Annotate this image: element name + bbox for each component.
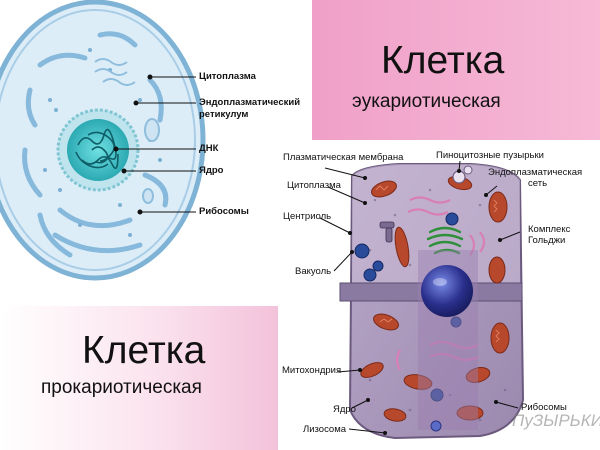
right-centriole xyxy=(379,221,395,243)
label-vacuole: Вакуоль xyxy=(295,266,332,277)
left-dna-region xyxy=(67,119,129,181)
label-endoplasmic-net-line1: Эндоплазматическая xyxy=(488,167,583,178)
label-endoplasmic-net-line2: сеть xyxy=(528,178,548,189)
left-cell-inner-membrane xyxy=(0,9,196,271)
label-right-cytoplasm: Цитоплазма xyxy=(287,180,341,191)
prokaryote-title-panel xyxy=(0,306,278,450)
label-left-dna: ДНК xyxy=(199,143,219,154)
label-centriole: Центриоль xyxy=(283,211,332,222)
left-leader-dots xyxy=(113,74,153,215)
left-vacuole xyxy=(144,118,160,142)
label-left-nucleus: Ядро xyxy=(199,165,224,176)
right-vacuoles xyxy=(354,212,462,402)
eukaryote-title-panel xyxy=(312,0,600,140)
watermark: ПуЗЫРЬКИ xyxy=(512,411,600,430)
left-leader-lines xyxy=(116,76,196,213)
label-left-er-line1: Эндоплазматический xyxy=(199,97,301,108)
label-right-ribosomes: Рибосомы xyxy=(521,402,567,413)
eukaryote-title: Клетка xyxy=(381,39,505,82)
label-golgi-line2: Гольджи xyxy=(528,235,566,246)
label-pinocytic-vesicles: Пиноцитозные пузырьки xyxy=(436,150,544,161)
right-cell-top-face xyxy=(352,164,520,285)
right-leader-dots xyxy=(348,169,502,435)
prokaryote-subtitle: прокариотическая xyxy=(41,377,202,398)
prokaryote-title: Клетка xyxy=(82,329,206,372)
label-lysosome: Лизосома xyxy=(303,424,347,435)
label-left-er-line2: ретикулум xyxy=(199,109,249,120)
label-mitochondrion: Митохондрия xyxy=(282,365,342,376)
label-left-ribosomes: Рибосомы xyxy=(199,206,249,217)
right-mitochondria xyxy=(360,175,510,422)
right-mitochondria-cristae xyxy=(375,185,500,343)
right-cell xyxy=(339,163,525,440)
left-cytoplasm-waves xyxy=(94,58,136,86)
left-dna-strands xyxy=(75,128,119,170)
right-golgi xyxy=(426,226,464,255)
label-right-nucleus: Ядро xyxy=(333,404,356,415)
left-er-strands xyxy=(22,31,169,258)
right-nucleus xyxy=(421,265,473,317)
eukaryote-subtitle: эукариотическая xyxy=(352,91,501,112)
left-cell xyxy=(0,0,206,281)
label-golgi-line1: Комплекс xyxy=(528,224,571,235)
right-lysosome xyxy=(430,420,442,432)
right-er-strands xyxy=(395,196,486,371)
right-leader-lines xyxy=(319,160,521,434)
label-left-cytoplasm: Цитоплазма xyxy=(199,71,256,82)
label-plasma-membrane: Плазматическая мембрана xyxy=(283,152,404,163)
